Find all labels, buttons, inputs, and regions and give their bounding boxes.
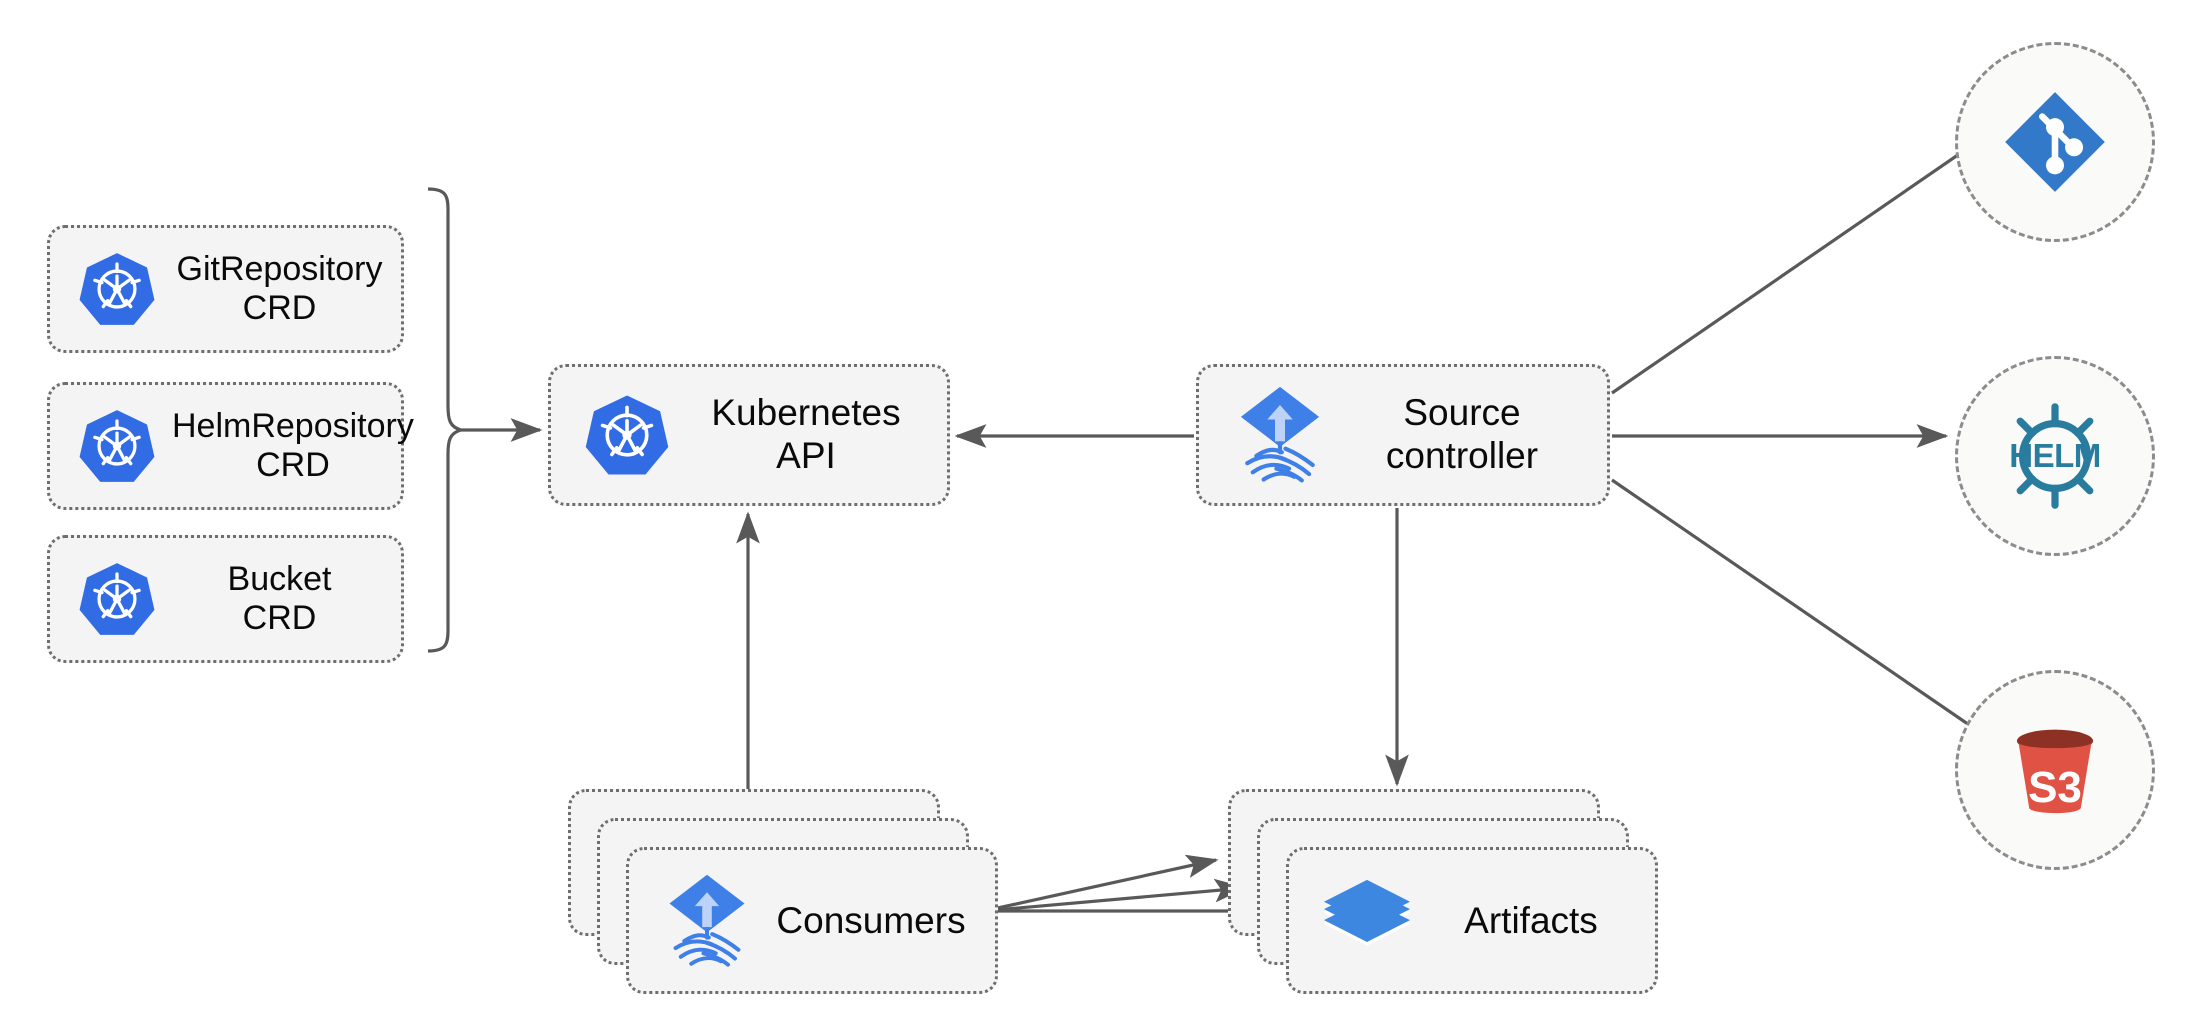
node-label: Consumers xyxy=(776,899,966,941)
crd-label: HelmRepository CRD xyxy=(172,406,414,484)
node-s3-backend[interactable]: S3 xyxy=(1955,670,2155,870)
node-kubernetes-api[interactable]: Kubernetes API xyxy=(548,364,950,506)
edge-consumers-to-artifacts-back2 xyxy=(983,854,1219,913)
edge-consumers-to-artifacts-back1 xyxy=(983,878,1247,913)
node-label: Artifacts xyxy=(1464,899,1598,941)
kubernetes-icon xyxy=(62,560,172,638)
crd-group-brace xyxy=(427,187,468,653)
crd-box-bucket[interactable]: Bucket CRD xyxy=(47,535,404,663)
node-artifacts-stack[interactable]: Artifacts xyxy=(1228,789,1658,994)
crd-box-helmrepository[interactable]: HelmRepository CRD xyxy=(47,382,414,510)
flux-icon xyxy=(1221,385,1339,485)
helm-wordmark: HELM xyxy=(2009,437,2101,474)
helm-icon: HELM xyxy=(1995,396,2115,516)
node-label: Source controller xyxy=(1385,392,1539,476)
node-source-controller[interactable]: Source controller xyxy=(1196,364,1610,506)
kubernetes-icon xyxy=(62,407,172,485)
crd-label: Bucket CRD xyxy=(227,559,332,637)
crd-box-gitrepository[interactable]: GitRepository CRD xyxy=(47,225,404,353)
kubernetes-icon xyxy=(62,250,172,328)
kubernetes-icon xyxy=(569,392,685,478)
crd-label: GitRepository CRD xyxy=(176,249,383,327)
node-label: Kubernetes API xyxy=(711,392,901,476)
node-helm-backend[interactable]: HELM xyxy=(1955,356,2155,556)
s3-wordmark: S3 xyxy=(2028,763,2082,812)
artifacts-card-front[interactable]: Artifacts xyxy=(1286,847,1658,994)
edge-source-to-git xyxy=(1611,126,2000,395)
consumers-card-front[interactable]: Consumers xyxy=(626,847,998,994)
edge-source-to-s3 xyxy=(1611,478,2000,746)
layers-icon xyxy=(1309,878,1425,964)
git-icon xyxy=(2002,89,2108,195)
s3-icon: S3 xyxy=(1999,714,2111,826)
flux-icon xyxy=(649,873,765,969)
node-git-backend[interactable] xyxy=(1955,42,2155,242)
node-consumers-stack[interactable]: Consumers xyxy=(568,789,998,994)
